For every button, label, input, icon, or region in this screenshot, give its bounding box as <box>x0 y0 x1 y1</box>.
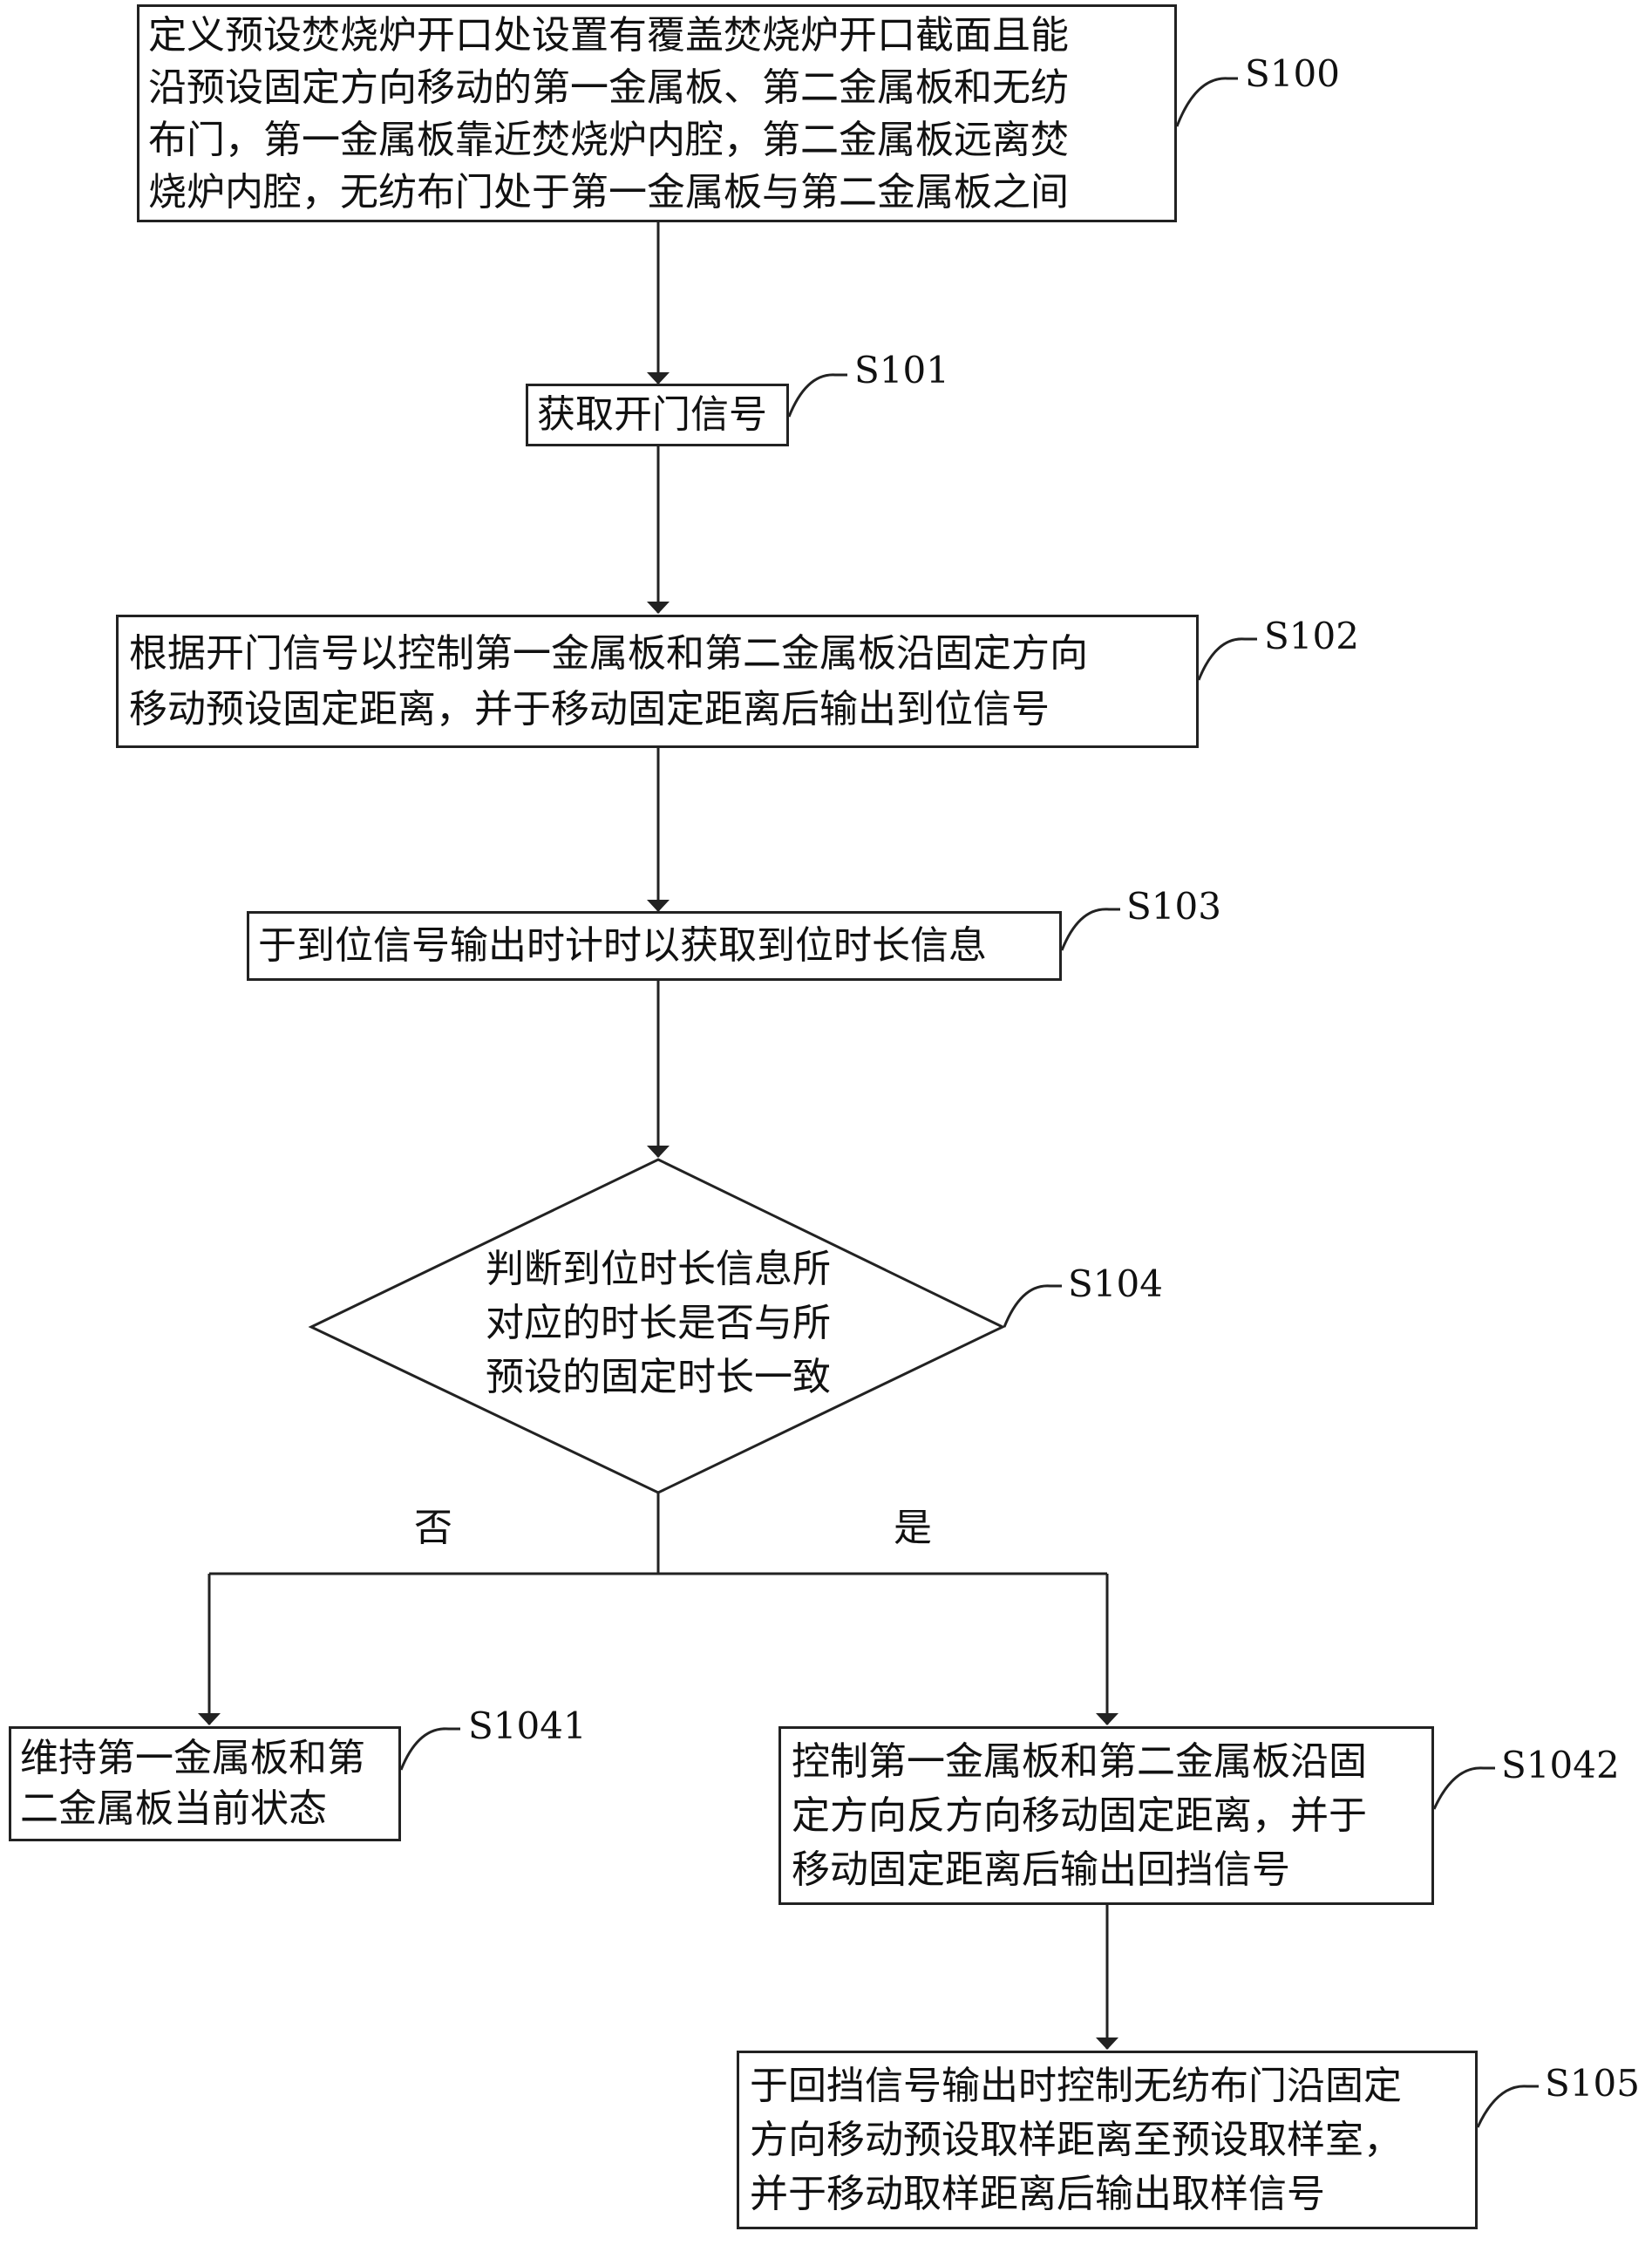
step-box-s1041: 维持第一金属板和第 二金属板当前状态 <box>9 1726 401 1841</box>
step-label-s1041: S1041 <box>468 1704 587 1747</box>
step-box-s103: 于到位信号输出时计时以获取到位时长信息 <box>247 911 1062 981</box>
step-label-s103: S103 <box>1126 885 1221 928</box>
step-box-s101: 获取开门信号 <box>526 384 789 446</box>
step-text-line: 并于移动取样距离后输出取样信号 <box>750 2172 1325 2216</box>
step-box-s1042: 控制第一金属板和第二金属板沿固 定方向反方向移动固定距离，并于 移动固定距离后输… <box>778 1726 1434 1905</box>
step-box-s102: 根据开门信号以控制第一金属板和第二金属板沿固定方向 移动预设固定距离，并于移动固… <box>116 615 1199 748</box>
step-text-line: 根据开门信号以控制第一金属板和第二金属板沿固定方向 <box>129 631 1088 676</box>
step-text-line: 移动预设固定距离，并于移动固定距离后输出到位信号 <box>129 687 1050 731</box>
step-text-line: 维持第一金属板和第 <box>20 1736 365 1780</box>
leader-s105 <box>1476 2085 1539 2128</box>
decision-text: 判断到位时长信息所 对应的时长是否与所 预设的固定时长一致 <box>397 1242 920 1405</box>
leader-s104 <box>1003 1284 1062 1328</box>
step-text-line: 方向移动预设取样距离至预设取样室， <box>750 2118 1402 2162</box>
step-box-s100: 定义预设焚烧炉开口处设置有覆盖焚烧炉开口截面且能 沿预设固定方向移动的第一金属板… <box>137 4 1177 222</box>
step-label-s100: S100 <box>1245 52 1340 95</box>
step-text-line: 移动固定距离后输出回挡信号 <box>792 1847 1290 1892</box>
leader-s101 <box>787 373 847 418</box>
step-label-s1042: S1042 <box>1501 1744 1620 1786</box>
step-text-line: 布门，第一金属板靠近焚烧炉内腔，第二金属板远离焚 <box>148 118 1069 162</box>
step-text-line: 于到位信号输出时计时以获取到位时长信息 <box>258 923 987 968</box>
leader-s1042 <box>1432 1766 1495 1810</box>
decision-text-line: 预设的固定时长一致 <box>486 1355 831 1399</box>
leader-s102 <box>1197 637 1257 681</box>
branch-label-no: 否 <box>414 1506 452 1550</box>
decision-text-line: 判断到位时长信息所 <box>486 1247 831 1291</box>
step-label-s101: S101 <box>854 349 949 391</box>
step-text-line: 于回挡信号输出时控制无纺布门沿固定 <box>750 2064 1402 2108</box>
leader-s103 <box>1060 908 1120 951</box>
step-text-line: 沿预设固定方向移动的第一金属板、第二金属板和无纺 <box>148 65 1069 110</box>
step-text-line: 烧炉内腔，无纺布门处于第一金属板与第二金属板之间 <box>148 170 1069 214</box>
step-label-s104: S104 <box>1068 1262 1163 1305</box>
step-label-s105: S105 <box>1545 2062 1640 2105</box>
step-text-line: 二金属板当前状态 <box>20 1786 327 1831</box>
step-text-line: 获取开门信号 <box>537 392 767 437</box>
step-label-s102: S102 <box>1264 615 1359 657</box>
step-text-line: 定义预设焚烧炉开口处设置有覆盖焚烧炉开口截面且能 <box>148 13 1069 58</box>
leader-s100 <box>1175 77 1238 127</box>
step-text-line: 定方向反方向移动固定距离，并于 <box>792 1793 1367 1838</box>
step-box-s105: 于回挡信号输出时控制无纺布门沿固定 方向移动预设取样距离至预设取样室， 并于移动… <box>737 2051 1478 2229</box>
branch-label-yes: 是 <box>894 1506 932 1550</box>
decision-text-line: 对应的时长是否与所 <box>486 1301 831 1345</box>
step-text-line: 控制第一金属板和第二金属板沿固 <box>792 1739 1367 1784</box>
leader-s1041 <box>399 1727 460 1771</box>
